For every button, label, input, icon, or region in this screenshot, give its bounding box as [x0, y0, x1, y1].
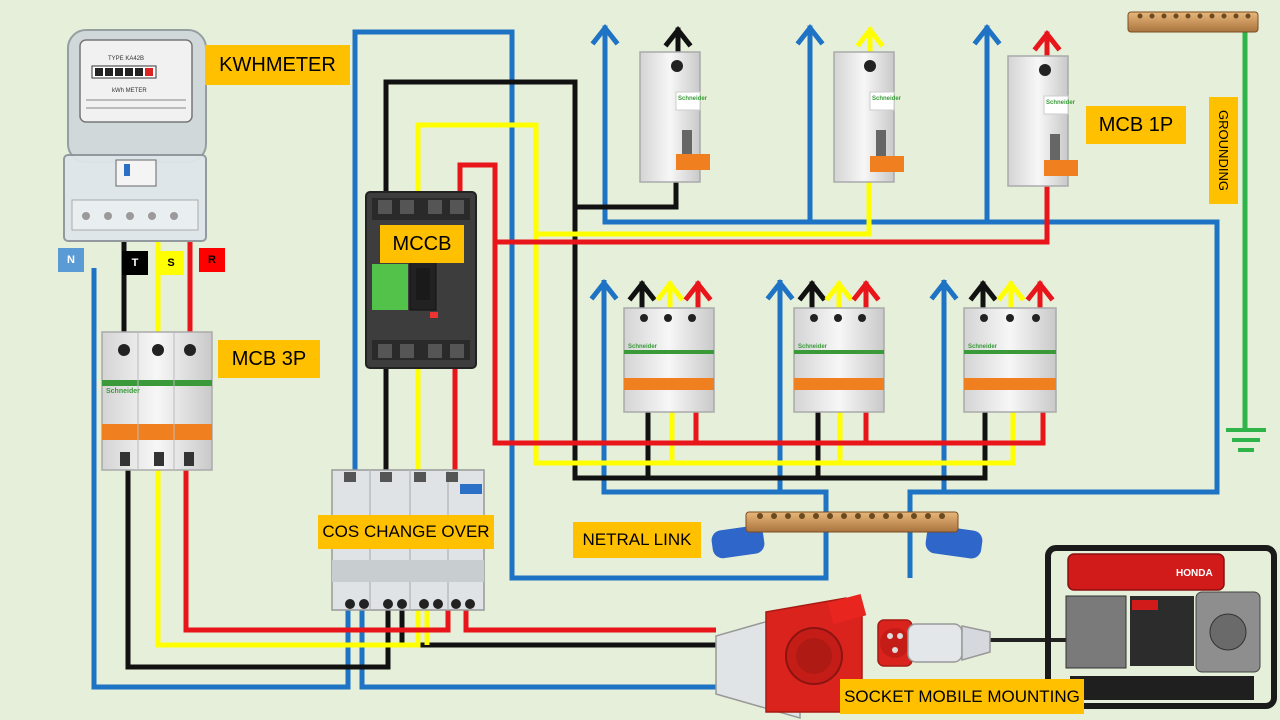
meter-unit-text: kWh METER	[112, 88, 147, 94]
label-socket-mobile-mounting: SOCKET MOBILE MOUNTING	[840, 679, 1084, 714]
arrow-up-icon	[929, 278, 959, 323]
arrow-up-icon	[972, 23, 1002, 65]
phase-tag-r: R	[199, 248, 225, 272]
label-grounding-text: GROUNDING	[1216, 110, 1232, 191]
wire-neutral-meter-to-cos	[91, 268, 351, 690]
label-grounding: GROUNDING	[1209, 97, 1238, 204]
wire-r-socket	[463, 600, 716, 633]
mcb-1p-1: Schneider	[639, 51, 710, 183]
wire-s-mcb1p-2	[536, 175, 872, 237]
brand-text: Schneider	[798, 344, 828, 350]
wires	[91, 28, 1248, 690]
arrow-up-icon	[765, 278, 795, 323]
phase-tag-s: S	[158, 251, 184, 275]
meter-type-text: TYPE KA42B	[108, 56, 144, 62]
wire-neutral-netral-right	[602, 28, 1220, 578]
ground-symbol-icon	[1226, 428, 1266, 452]
brand-text: Schneider	[1046, 100, 1076, 106]
kwh-meter: TYPE KA42B kWh METER	[63, 29, 207, 242]
mccb-breaker	[365, 191, 477, 369]
mcb-1p-3: Schneider	[1007, 55, 1078, 187]
generator-plug	[877, 619, 991, 667]
generator: HONDA	[1045, 545, 1277, 709]
grounding-busbar	[1127, 11, 1259, 33]
wire-r-mccb-out	[457, 162, 1046, 446]
arrow-up-icon	[795, 23, 825, 65]
mcb-3p-branch-1: Schneider	[623, 307, 715, 413]
mcb-1p-2: Schneider	[833, 51, 904, 183]
mcb-3p-branch-3: Schneider	[963, 307, 1057, 413]
wire-r-mcb3p-out	[183, 466, 451, 633]
wire-neutral-cos-to-left	[352, 29, 829, 581]
mcb-3p-main: Schneider	[101, 331, 213, 471]
brand-text: Schneider	[872, 96, 902, 102]
label-mcb-3p: MCB 3P	[218, 340, 320, 378]
label-netral-link: NETRAL LINK	[573, 522, 701, 558]
generator-brand-text: HONDA	[1176, 568, 1213, 579]
arrow-up-icon	[590, 23, 620, 65]
label-kwhmeter: KWHMETER	[205, 45, 350, 85]
socket-mobile-mounting	[715, 593, 867, 719]
mcb-3p-branch-2: Schneider	[793, 307, 885, 413]
brand-text: Schneider	[628, 344, 658, 350]
label-mcb-1p: MCB 1P	[1086, 106, 1186, 144]
wire-t-mcb3p-out	[125, 466, 391, 670]
arrow-up-icon	[589, 278, 619, 323]
wire-t-mccb-out	[383, 79, 988, 481]
phase-tag-t: T	[122, 251, 148, 275]
phase-tag-n: N	[58, 248, 84, 272]
label-mccb: MCCB	[380, 225, 464, 263]
brand-text: Schneider	[678, 96, 708, 102]
brand-text: Schneider	[106, 388, 140, 395]
wire-r-mcb1p-3	[495, 182, 1050, 245]
brand-text: Schneider	[968, 344, 998, 350]
wire-s-mcb3p-out	[155, 466, 421, 648]
label-cos-change-over: COS CHANGE OVER	[318, 515, 494, 549]
netral-link-busbar	[711, 511, 983, 559]
wire-s-mccb-out	[415, 122, 1016, 466]
